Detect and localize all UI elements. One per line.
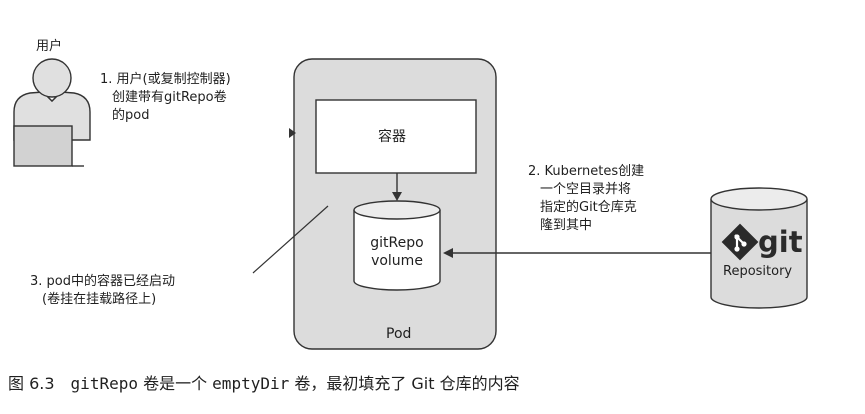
caption-code-emptydir: emptyDir bbox=[212, 374, 290, 393]
step1-text: 1. 用户(或复制控制器) 创建带有gitRepo卷 的pod bbox=[100, 72, 231, 123]
volume-label: gitRepo volume bbox=[370, 235, 424, 269]
container-label: 容器 bbox=[378, 129, 406, 145]
repository-label: Repository bbox=[723, 264, 793, 279]
git-logo-text: git bbox=[758, 225, 803, 259]
step3-text: 3. pod中的容器已经启动 (卷挂在挂载路径上) bbox=[30, 274, 175, 307]
user-icon bbox=[13, 58, 91, 167]
git-logo-icon bbox=[721, 223, 759, 261]
pod-label: Pod bbox=[386, 326, 412, 342]
volume-cylinder bbox=[353, 200, 441, 291]
caption-figure-number: 图 6.3 bbox=[8, 374, 55, 393]
step3-leader-line bbox=[252, 205, 329, 274]
container-box bbox=[315, 99, 477, 174]
pod-pointer-icon bbox=[289, 128, 296, 138]
repository-cylinder bbox=[710, 187, 808, 309]
user-label: 用户 bbox=[36, 39, 63, 54]
step2-text: 2. Kubernetes创建 一个空目录并将 指定的Git仓库克 隆到其中 bbox=[528, 164, 645, 233]
caption-code-gitrepo: gitRepo bbox=[70, 374, 138, 393]
